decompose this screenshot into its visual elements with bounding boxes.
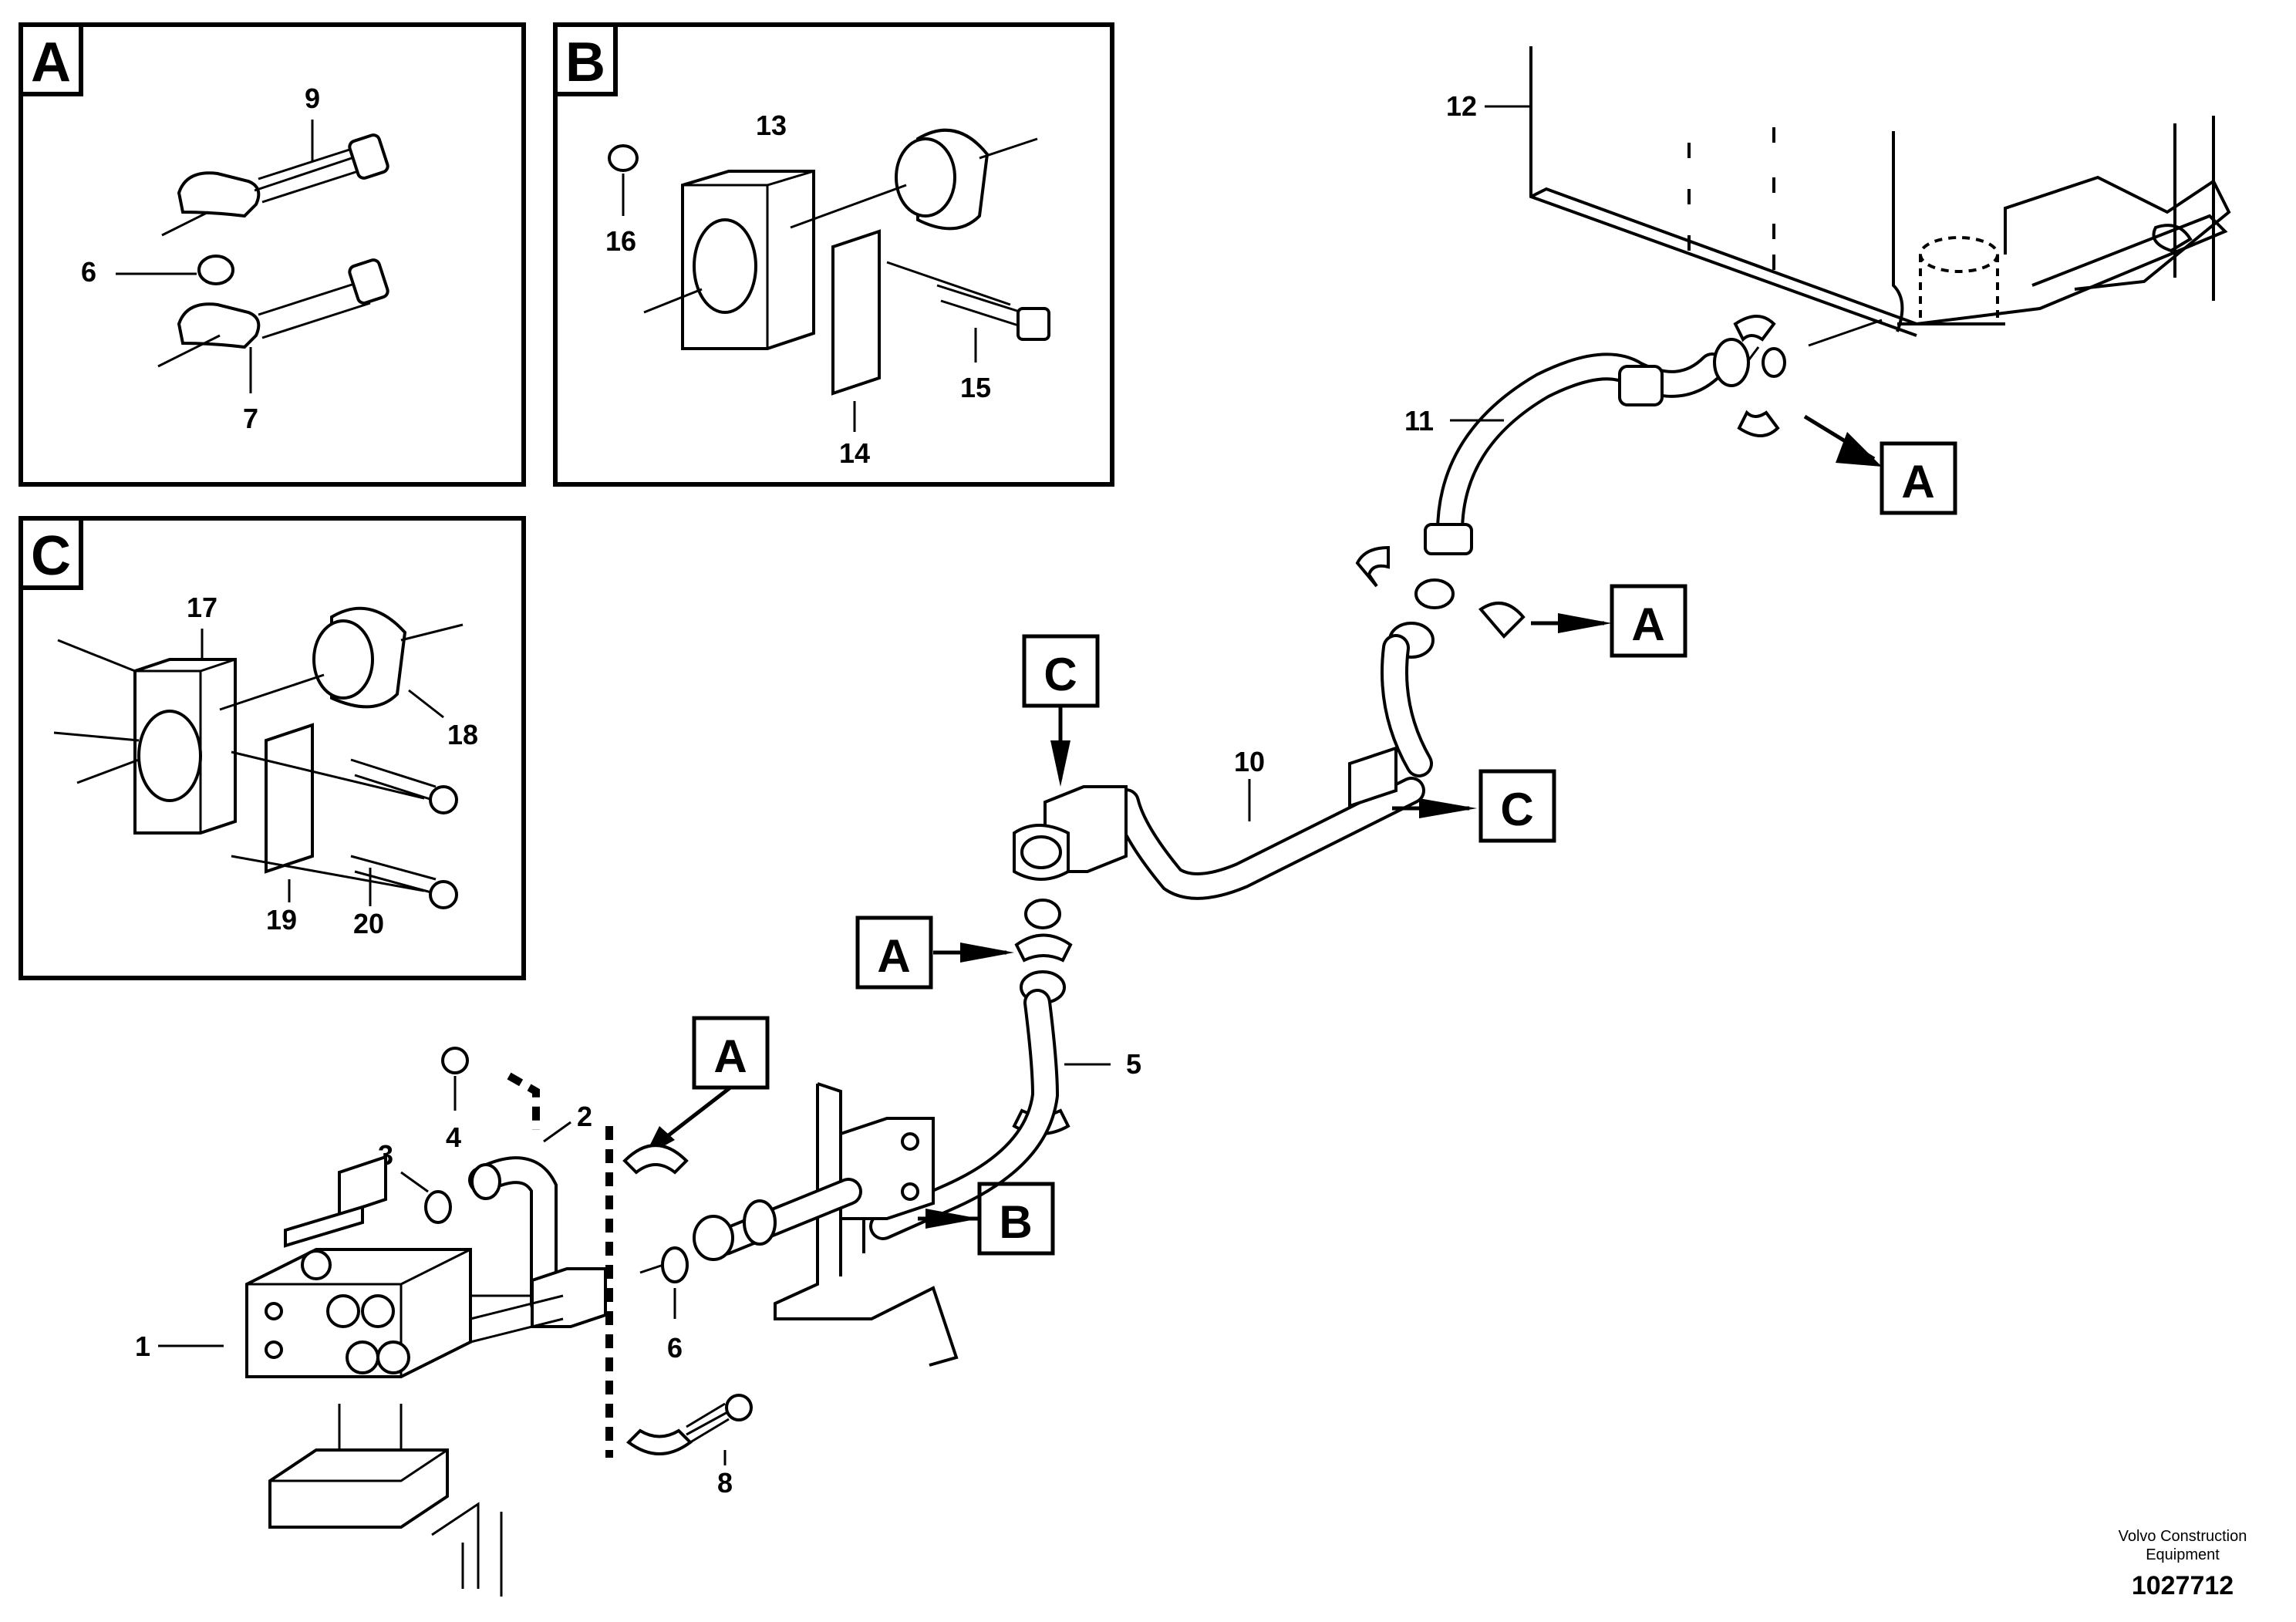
callout-6-inset: 6	[81, 256, 96, 288]
washer-16	[608, 144, 639, 172]
ref-c-top: C	[1022, 634, 1100, 787]
callout-15: 15	[960, 372, 991, 403]
svg-text:A: A	[1901, 456, 1934, 508]
o-ring-11	[1762, 347, 1786, 378]
svg-text:C: C	[1500, 784, 1533, 835]
callout-20: 20	[353, 908, 384, 939]
plate-19	[265, 723, 314, 874]
ref-a-mid-right: A	[1531, 584, 1687, 658]
split-flange-half-top	[177, 171, 261, 218]
ref-a-lower: A	[644, 1016, 770, 1157]
svg-text:A: A	[877, 930, 910, 982]
inset-c-label: C	[31, 525, 71, 587]
callout-4: 4	[446, 1121, 461, 1153]
company-line-2: Equipment	[2146, 1546, 2220, 1563]
svg-text:C: C	[1043, 649, 1077, 700]
hydraulic-tank-12: 12	[1446, 46, 2231, 337]
document-number: 1027712	[2132, 1571, 2234, 1600]
inset-b: B 13 16 15 14	[553, 22, 1114, 487]
pipe-10: 10	[1112, 746, 1425, 900]
callout-13: 13	[756, 110, 787, 141]
company-line-1: Volvo Construction	[2119, 1528, 2247, 1545]
footer: Volvo Construction Equipment 1027712	[2119, 1528, 2247, 1600]
svg-text:B: B	[999, 1196, 1032, 1248]
callout-17: 17	[187, 592, 217, 623]
callout-19: 19	[266, 904, 297, 936]
clamp-block-top-c	[1013, 785, 1128, 881]
callout-5: 5	[1126, 1048, 1141, 1080]
callout-2: 2	[577, 1101, 592, 1132]
hose-5: 5	[869, 989, 1141, 1240]
callout-18: 18	[447, 719, 478, 750]
inset-c: C 17 18 19 20	[19, 516, 526, 980]
plate-14	[831, 229, 881, 396]
ref-c-right: C	[1392, 769, 1556, 843]
bolt-15-head	[1017, 307, 1050, 341]
bracket-assembly	[693, 1082, 959, 1367]
o-ring-6-main	[661, 1246, 689, 1283]
inset-a-label: A	[31, 32, 71, 93]
hose-11: 11	[1404, 315, 1883, 555]
flange-11-top	[1713, 338, 1750, 387]
callout-14: 14	[839, 437, 870, 469]
ref-a-top-right: A	[1803, 414, 1957, 515]
callout-1: 1	[135, 1330, 150, 1362]
callout-16: 16	[605, 225, 636, 257]
o-ring-upper-5	[1024, 899, 1061, 929]
ref-b-lower: B	[918, 1182, 1055, 1256]
svg-text:A: A	[1631, 599, 1664, 650]
split-flange-half-bottom	[177, 302, 261, 349]
callout-8: 8	[717, 1467, 733, 1499]
o-ring-3	[424, 1190, 452, 1224]
inset-a: A 9 6 7	[19, 22, 526, 487]
clamp-pipe-10	[1348, 746, 1397, 808]
control-valve-1: 1	[135, 1155, 564, 1597]
ref-a-center: A	[855, 916, 1014, 990]
o-ring-6	[197, 255, 234, 285]
callout-12: 12	[1446, 90, 1477, 122]
pipe-2: 2 3 4	[378, 1047, 607, 1328]
flange-set-pipe2: 6 8	[605, 1126, 753, 1499]
bolt-head-bottom	[348, 258, 389, 305]
bolt-head-top	[348, 133, 389, 180]
callout-11: 11	[1404, 405, 1434, 437]
callout-7: 7	[243, 403, 258, 434]
fitting-set-mid	[1355, 545, 1526, 777]
inset-b-label: B	[565, 32, 605, 93]
svg-text:A: A	[713, 1030, 747, 1082]
callout-6: 6	[667, 1332, 683, 1364]
callout-10: 10	[1234, 746, 1265, 777]
callout-9: 9	[305, 83, 320, 114]
